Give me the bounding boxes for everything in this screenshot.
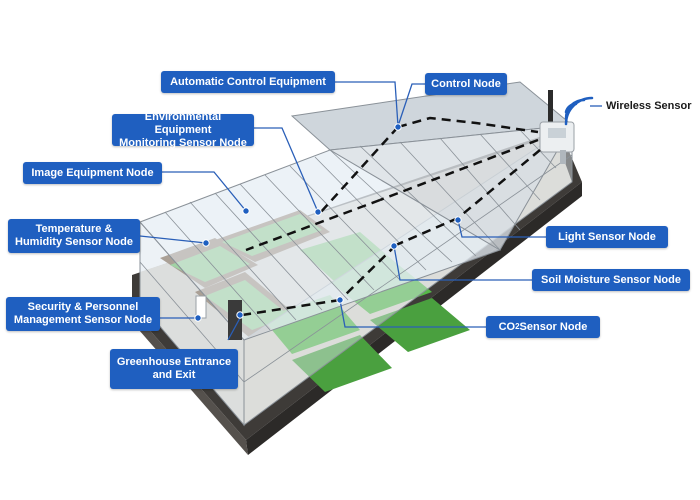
label-temperature-humidity-sensor-node: Temperature & Humidity Sensor Node bbox=[8, 219, 140, 253]
wireless-links bbox=[241, 116, 541, 317]
label-image-equipment-node: Image Equipment Node bbox=[23, 162, 162, 184]
greenhouse-roof-mid bbox=[328, 124, 573, 251]
co2-prefix: CO bbox=[498, 320, 516, 333]
label-environmental-equipment-monitoring-sensor-node: Environmental Equipment Monitoring Senso… bbox=[112, 111, 254, 149]
greenhouse-frame bbox=[139, 129, 573, 383]
label-greenhouse-entrance-and-exit: Greenhouse Entrance and Exit bbox=[110, 349, 238, 389]
label-light-sensor-node: Light Sensor Node bbox=[546, 226, 668, 248]
label-security-personnel-management-sensor-node: Security & Personnel Management Sensor N… bbox=[6, 297, 160, 331]
label-wireless-sensor: Wireless Sensor bbox=[606, 100, 692, 112]
co2-suffix: Sensor Node bbox=[519, 320, 588, 333]
label-control-node: Control Node bbox=[425, 73, 507, 95]
node-markers bbox=[194, 123, 462, 322]
leader-lines bbox=[139, 81, 602, 341]
wifi-icon bbox=[564, 96, 594, 126]
wireless-sensor-device bbox=[539, 90, 575, 164]
label-soil-moisture-sensor-node: Soil Moisture Sensor Node bbox=[532, 269, 690, 291]
greenhouse-door bbox=[228, 300, 242, 340]
label-automatic-control-equipment: Automatic Control Equipment bbox=[161, 71, 335, 93]
